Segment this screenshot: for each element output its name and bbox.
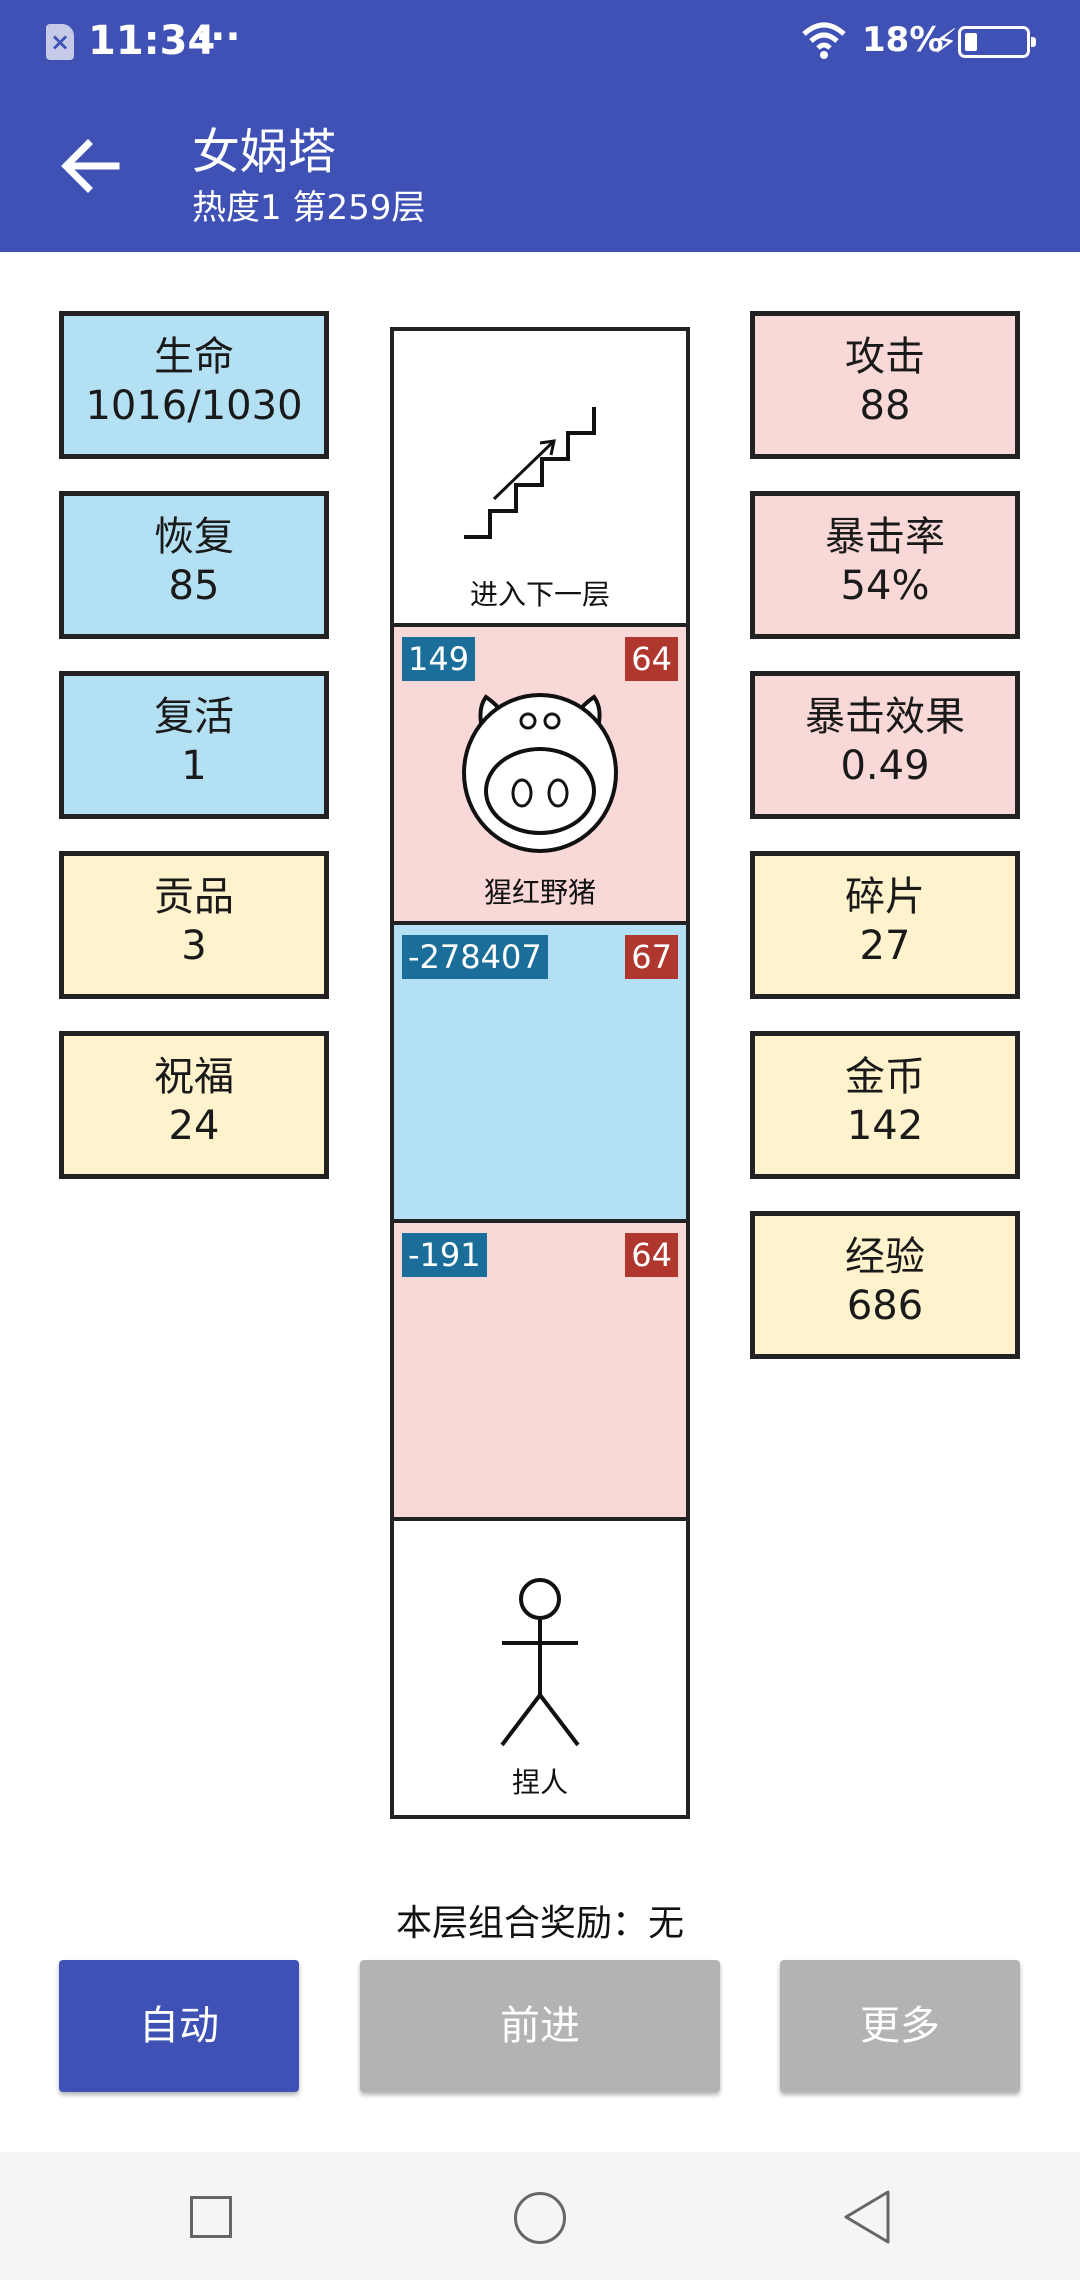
stairs-icon <box>464 407 596 539</box>
charging-bolt-icon: ⚡ <box>934 22 958 62</box>
stat-label: 碎片 <box>845 874 925 920</box>
stat-revive: 复活 1 <box>59 671 329 819</box>
stat-label: 经验 <box>845 1234 925 1280</box>
sim-error-icon: × <box>46 24 74 60</box>
stat-fragments: 碎片 27 <box>750 851 1020 999</box>
stat-label: 贡品 <box>154 874 234 920</box>
stat-attack: 攻击 88 <box>750 311 1020 459</box>
cell3-right-tag: 64 <box>625 1233 678 1277</box>
nav-back-icon[interactable] <box>840 2188 892 2246</box>
stat-label: 暴击率 <box>825 514 945 560</box>
status-more-dots: ··· <box>195 14 241 60</box>
stat-gold: 金币 142 <box>750 1031 1020 1179</box>
home-icon[interactable] <box>514 2192 566 2244</box>
stat-value: 0.49 <box>840 743 930 789</box>
stat-value: 27 <box>859 923 911 969</box>
stat-regen: 恢复 85 <box>59 491 329 639</box>
auto-button[interactable]: 自动 <box>59 1960 299 2092</box>
cell3-left-tag: -191 <box>402 1233 487 1277</box>
player-name: 捏人 <box>511 1766 568 1799</box>
stat-value: 85 <box>168 563 220 609</box>
status-time: 11:34 <box>88 18 216 64</box>
stat-blessing: 祝福 24 <box>59 1031 329 1179</box>
tower-column: 进入下一层 149 64 猩红野猪 -278407 67 -191 64 捏人 <box>390 327 690 1819</box>
tower-cell-player[interactable]: 捏人 <box>394 1521 686 1815</box>
stat-exp: 经验 686 <box>750 1211 1020 1359</box>
stat-value: 686 <box>846 1283 924 1329</box>
battery-icon <box>958 26 1036 58</box>
more-button[interactable]: 更多 <box>780 1960 1020 2092</box>
stat-label: 暴击效果 <box>805 694 965 740</box>
floor-reward-text: 本层组合奖励：无 <box>395 1903 684 1944</box>
stat-label: 祝福 <box>154 1054 234 1100</box>
stick-figure-icon <box>500 1578 580 1747</box>
stat-value: 142 <box>846 1103 924 1149</box>
stat-value: 88 <box>859 383 911 429</box>
stat-label: 金币 <box>845 1054 925 1100</box>
tower-cell-stairs[interactable]: 进入下一层 <box>394 331 686 627</box>
recents-icon[interactable] <box>190 2196 232 2238</box>
stat-label: 恢复 <box>154 514 234 560</box>
stat-crit-rate: 暴击率 54% <box>750 491 1020 639</box>
battery-percent: 18% <box>862 20 944 60</box>
stat-hp: 生命 1016/1030 <box>59 311 329 459</box>
enemy-left-tag: 149 <box>402 637 476 681</box>
app-bar: × 11:34 ··· 18% ⚡ 女娲塔 热度1 第259层 <box>0 0 1080 252</box>
stat-label: 复活 <box>154 694 234 740</box>
tower-cell-3[interactable]: -191 64 <box>394 1223 686 1521</box>
page-subtitle: 热度1 第259层 <box>192 188 426 228</box>
wifi-icon <box>802 22 846 59</box>
stat-label: 生命 <box>154 334 234 380</box>
tower-cell-2[interactable]: -278407 67 <box>394 925 686 1223</box>
stat-tribute: 贡品 3 <box>59 851 329 999</box>
page-title: 女娲塔 <box>192 124 337 180</box>
forward-button[interactable]: 前进 <box>360 1960 720 2092</box>
stat-value: 1 <box>181 743 207 789</box>
back-arrow-icon[interactable] <box>54 130 126 202</box>
stat-label: 攻击 <box>845 334 925 380</box>
enemy-right-tag: 64 <box>625 637 678 681</box>
stat-crit-effect: 暴击效果 0.49 <box>750 671 1020 819</box>
stat-value: 1016/1030 <box>85 383 303 429</box>
stairs-label: 进入下一层 <box>469 578 610 611</box>
enemy-name: 猩红野猪 <box>483 876 596 909</box>
pig-icon <box>462 693 618 853</box>
system-nav-bar <box>0 2152 1080 2280</box>
cell2-left-tag: -278407 <box>402 935 548 979</box>
stat-value: 24 <box>168 1103 220 1149</box>
stat-value: 54% <box>840 563 930 609</box>
tower-cell-enemy[interactable]: 149 64 猩红野猪 <box>394 627 686 925</box>
cell2-right-tag: 67 <box>625 935 678 979</box>
stat-value: 3 <box>181 923 207 969</box>
